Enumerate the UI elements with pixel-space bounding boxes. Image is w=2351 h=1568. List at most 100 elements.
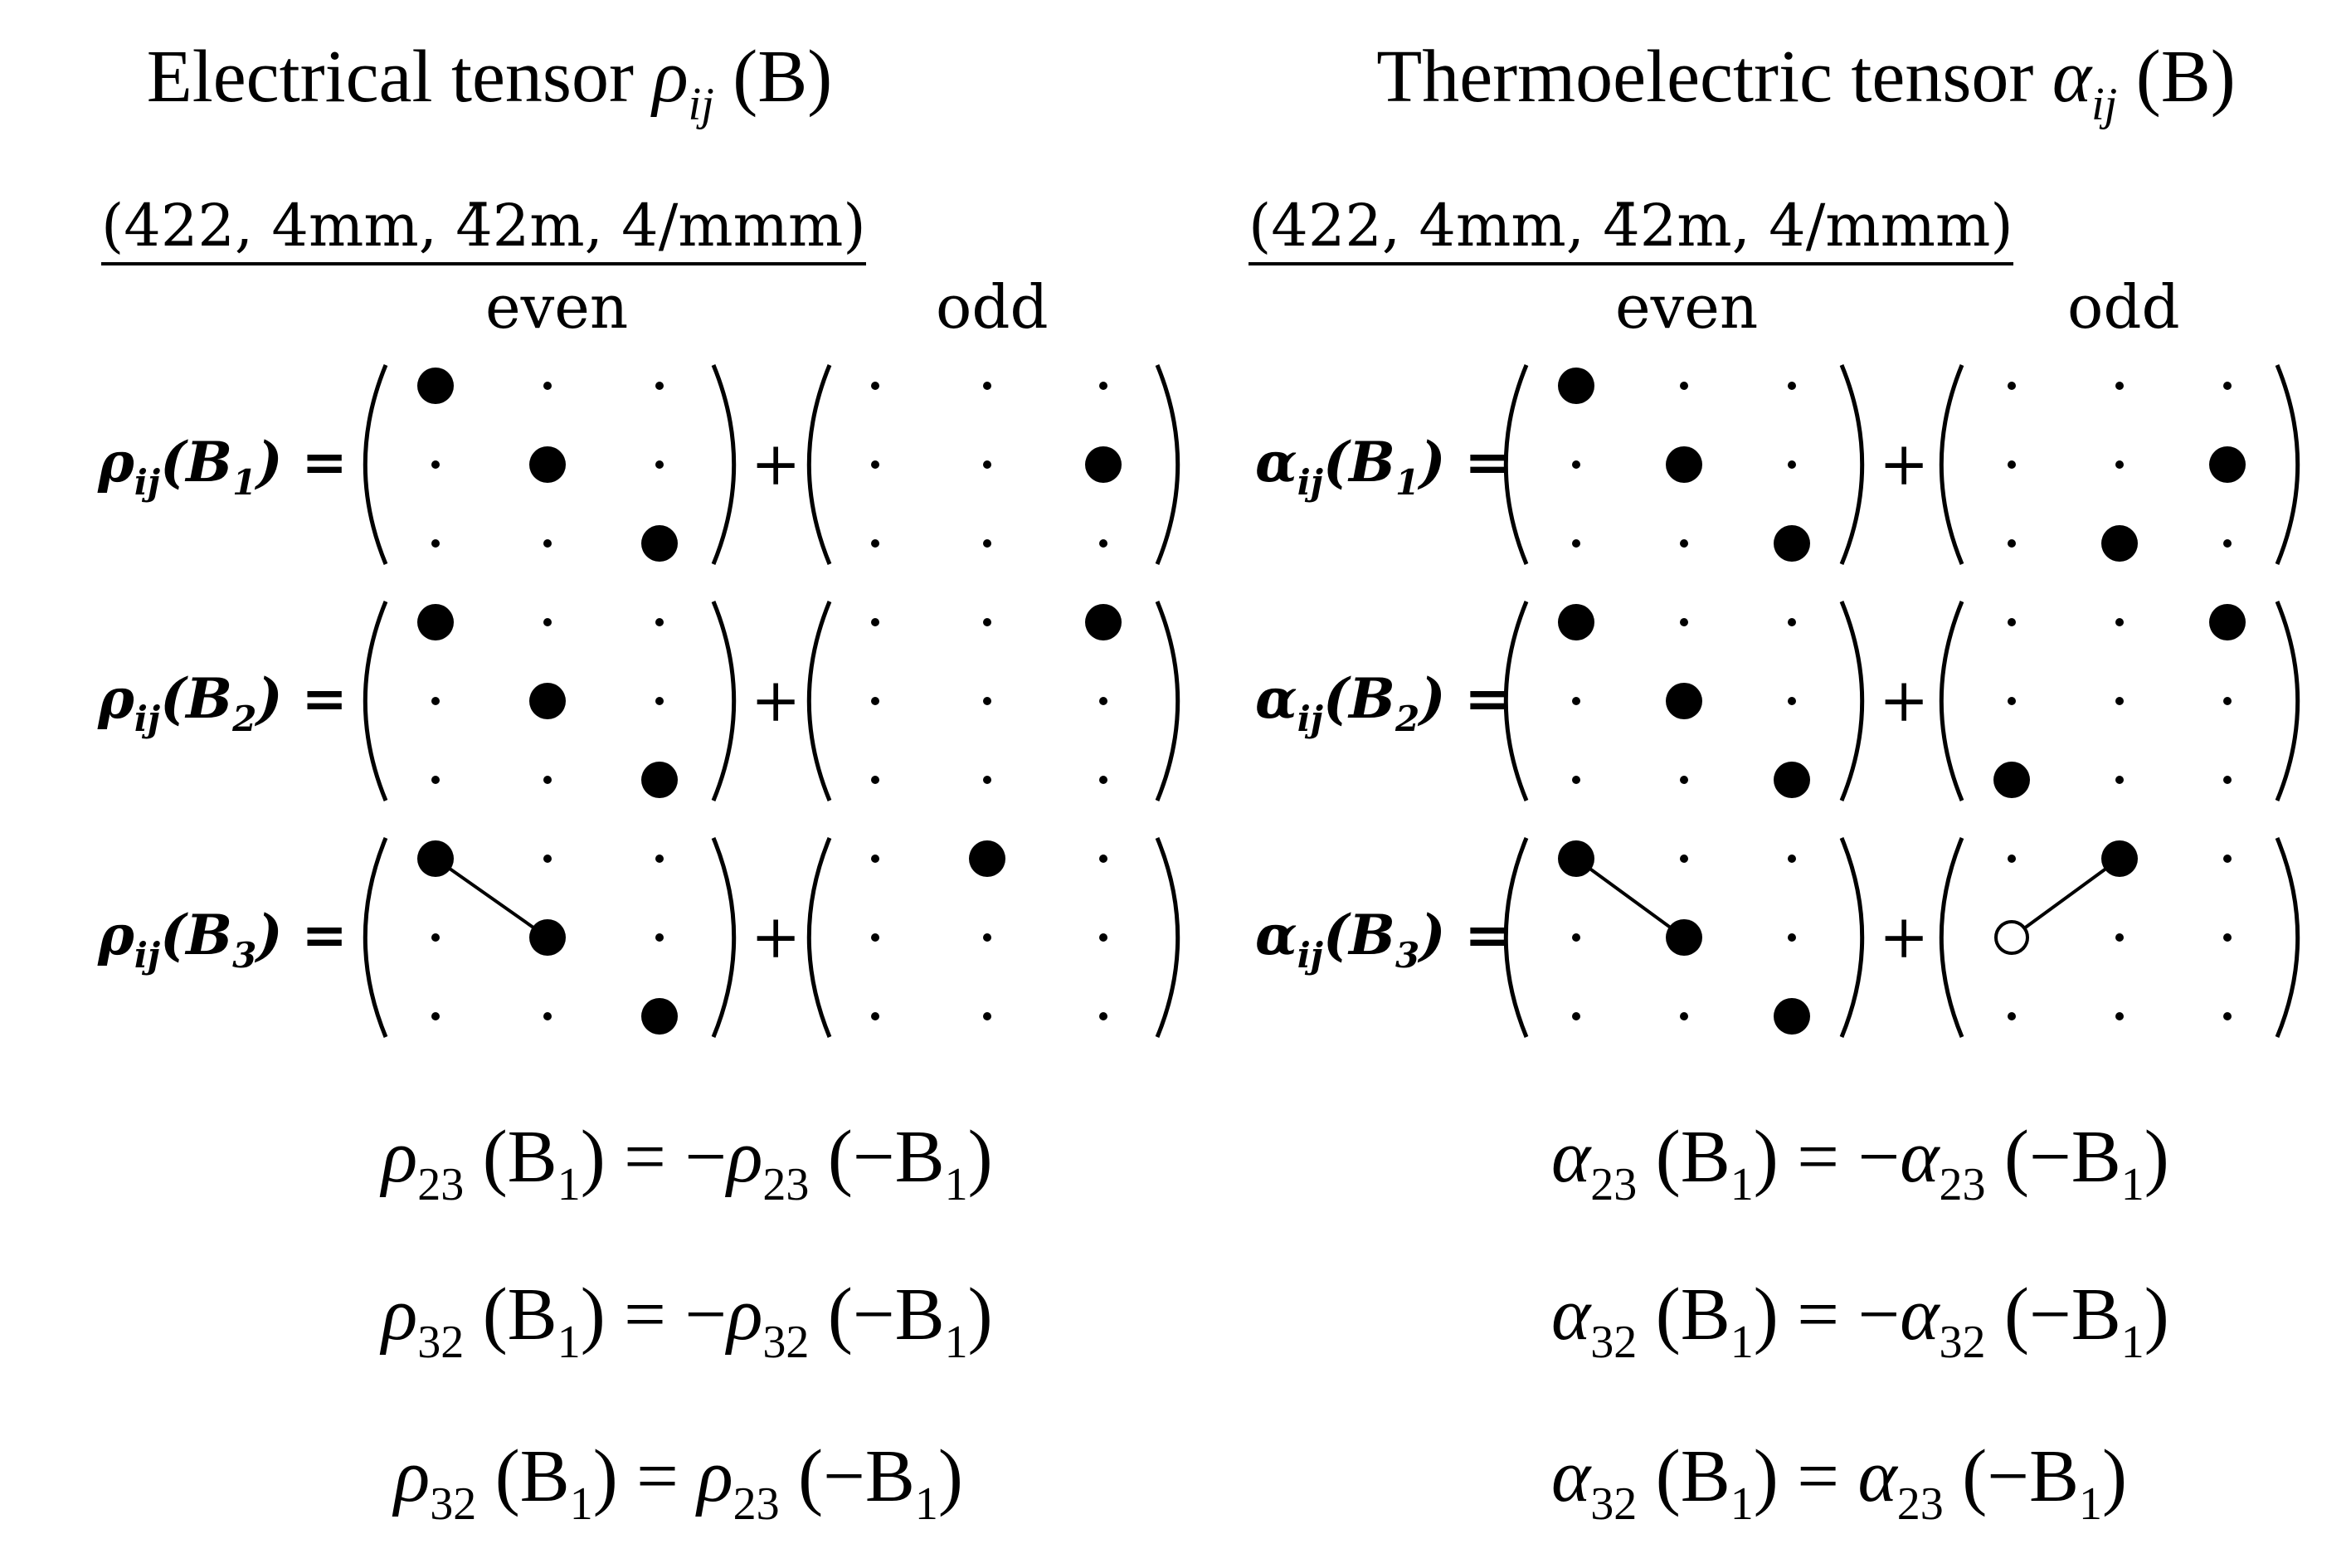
left_odd-zero-dot	[871, 460, 879, 469]
relation-part: ρ	[382, 1273, 418, 1356]
left_odd-zero-dot	[871, 382, 879, 390]
relation-part: 32	[1939, 1317, 1986, 1368]
relation-part: ) = −	[1753, 1273, 1901, 1356]
left_even-zero-dot	[543, 1012, 552, 1020]
right_odd-zero-dot	[2223, 855, 2232, 863]
left_even-filled-dot	[529, 919, 566, 956]
right_odd-zero-dot	[2115, 382, 2124, 390]
relation-part: 23	[417, 1159, 465, 1210]
right_even-zero-dot	[1572, 697, 1580, 705]
right-plus-sign: +	[1879, 902, 1929, 971]
left-even-heading: even	[485, 272, 629, 342]
left_even-open-bracket	[363, 837, 388, 1038]
left-title: Electrical tensor ρij (B)	[0, 32, 979, 128]
left_even-open-bracket	[363, 601, 388, 801]
right_even-zero-dot	[1680, 855, 1688, 863]
right_even-filled-dot	[1666, 919, 1702, 956]
left-row-label-3: ρij(B3) =	[97, 903, 348, 976]
left_even-link-line	[434, 857, 549, 939]
matrix-layer	[363, 364, 2300, 1038]
left_odd-zero-dot	[983, 460, 991, 469]
right_odd-zero-dot	[2008, 539, 2016, 548]
right_odd-zero-dot	[2115, 460, 2124, 469]
relation-part: 1	[1730, 1478, 1754, 1530]
left_odd-zero-dot	[983, 539, 991, 548]
left_odd-zero-dot	[871, 776, 879, 784]
right-odd-heading: odd	[2067, 272, 2180, 342]
left-title-subscript: ij	[688, 79, 714, 130]
left_odd-filled-dot	[1085, 604, 1122, 640]
right_even-close-bracket	[1839, 601, 1865, 801]
relation-part: α	[1551, 1116, 1591, 1198]
right_odd-zero-dot	[2008, 618, 2016, 626]
right_even-zero-dot	[1572, 933, 1580, 942]
right_odd-open-bracket	[1939, 364, 1964, 565]
left_odd-zero-dot	[871, 539, 879, 548]
right_even-filled-dot	[1558, 368, 1594, 404]
left-odd-heading: odd	[936, 272, 1049, 342]
left_odd-zero-dot	[1099, 776, 1107, 784]
relation-part: 1	[557, 1317, 581, 1368]
left_even-close-bracket	[711, 837, 737, 1038]
right-plus-sign: +	[1879, 429, 1929, 499]
relation-part: 32	[1590, 1478, 1638, 1530]
right_odd-open-bracket	[1939, 601, 1964, 801]
left_odd-zero-dot	[1099, 933, 1107, 942]
left_odd-open-bracket	[806, 364, 832, 565]
left_odd-close-bracket	[1155, 837, 1180, 1038]
left_even-zero-dot	[655, 618, 664, 626]
left_even-filled-dot	[417, 840, 454, 877]
relation-part: α	[1551, 1435, 1591, 1517]
left_even-zero-dot	[543, 855, 552, 863]
left_odd-zero-dot	[983, 382, 991, 390]
right_odd-zero-dot	[2115, 933, 2124, 942]
left_even-zero-dot	[655, 382, 664, 390]
left-panel: Electrical tensor ρij (B) (422, 4mm, 4̄2…	[0, 32, 1049, 342]
right_odd-zero-dot	[2115, 618, 2124, 626]
left-title-symbol: ρ	[652, 36, 689, 118]
right_even-filled-dot	[1666, 683, 1702, 719]
right_odd-zero-dot	[2115, 697, 2124, 705]
right_odd-zero-dot	[2223, 776, 2232, 784]
left_odd-zero-dot	[1099, 855, 1107, 863]
left-plus-sign: +	[751, 902, 801, 971]
right_odd-zero-dot	[2115, 1012, 2124, 1020]
right_even-zero-dot	[1788, 618, 1796, 626]
relation-part: ρ	[727, 1273, 763, 1356]
left_even-zero-dot	[431, 776, 440, 784]
right-row-label-1: αij(B1) =	[1255, 430, 1511, 503]
right_even-close-bracket	[1839, 837, 1865, 1038]
row-label-layer: ρij(B1) =αij(B1) =++ρij(B2) =αij(B2) =++…	[97, 429, 1929, 976]
left_even-zero-dot	[431, 933, 440, 942]
left_even-zero-dot	[543, 776, 552, 784]
right_even-filled-dot	[1774, 998, 1810, 1035]
right_odd-close-bracket	[2275, 364, 2300, 565]
left-title-arg: (B)	[713, 36, 833, 118]
left_odd-zero-dot	[1099, 539, 1107, 548]
left_even-zero-dot	[543, 539, 552, 548]
right_even-filled-dot	[1558, 604, 1594, 640]
left-relation-3: ρ32 (B1) = ρ23 (−B1)	[394, 1435, 963, 1527]
left_even-zero-dot	[543, 618, 552, 626]
relation-part: ) =	[592, 1435, 698, 1517]
relation-part: 1	[1730, 1159, 1754, 1210]
relation-part: α	[1857, 1435, 1897, 1517]
relation-part: )	[967, 1273, 993, 1356]
left_odd-zero-dot	[983, 697, 991, 705]
left-row-label-2: ρij(B2) =	[97, 666, 348, 739]
relation-part: (B	[1637, 1273, 1730, 1356]
relation-part: 23	[733, 1478, 780, 1530]
relation-part: α	[1900, 1116, 1940, 1198]
right-relation-2: α32 (B1) = −α32 (−B1)	[1551, 1273, 2169, 1366]
left-row-label-1: ρij(B1) =	[97, 430, 348, 503]
right_even-zero-dot	[1572, 1012, 1580, 1020]
right_even-open-bracket	[1503, 364, 1529, 565]
right_odd-zero-dot	[2223, 933, 2232, 942]
right_even-zero-dot	[1680, 1012, 1688, 1020]
right-relation-1: α23 (B1) = −α23 (−B1)	[1551, 1116, 2169, 1208]
left_even-zero-dot	[543, 382, 552, 390]
relation-part: 23	[1939, 1159, 1986, 1210]
relation-part: 23	[1590, 1159, 1638, 1210]
relation-part: )	[967, 1116, 993, 1198]
